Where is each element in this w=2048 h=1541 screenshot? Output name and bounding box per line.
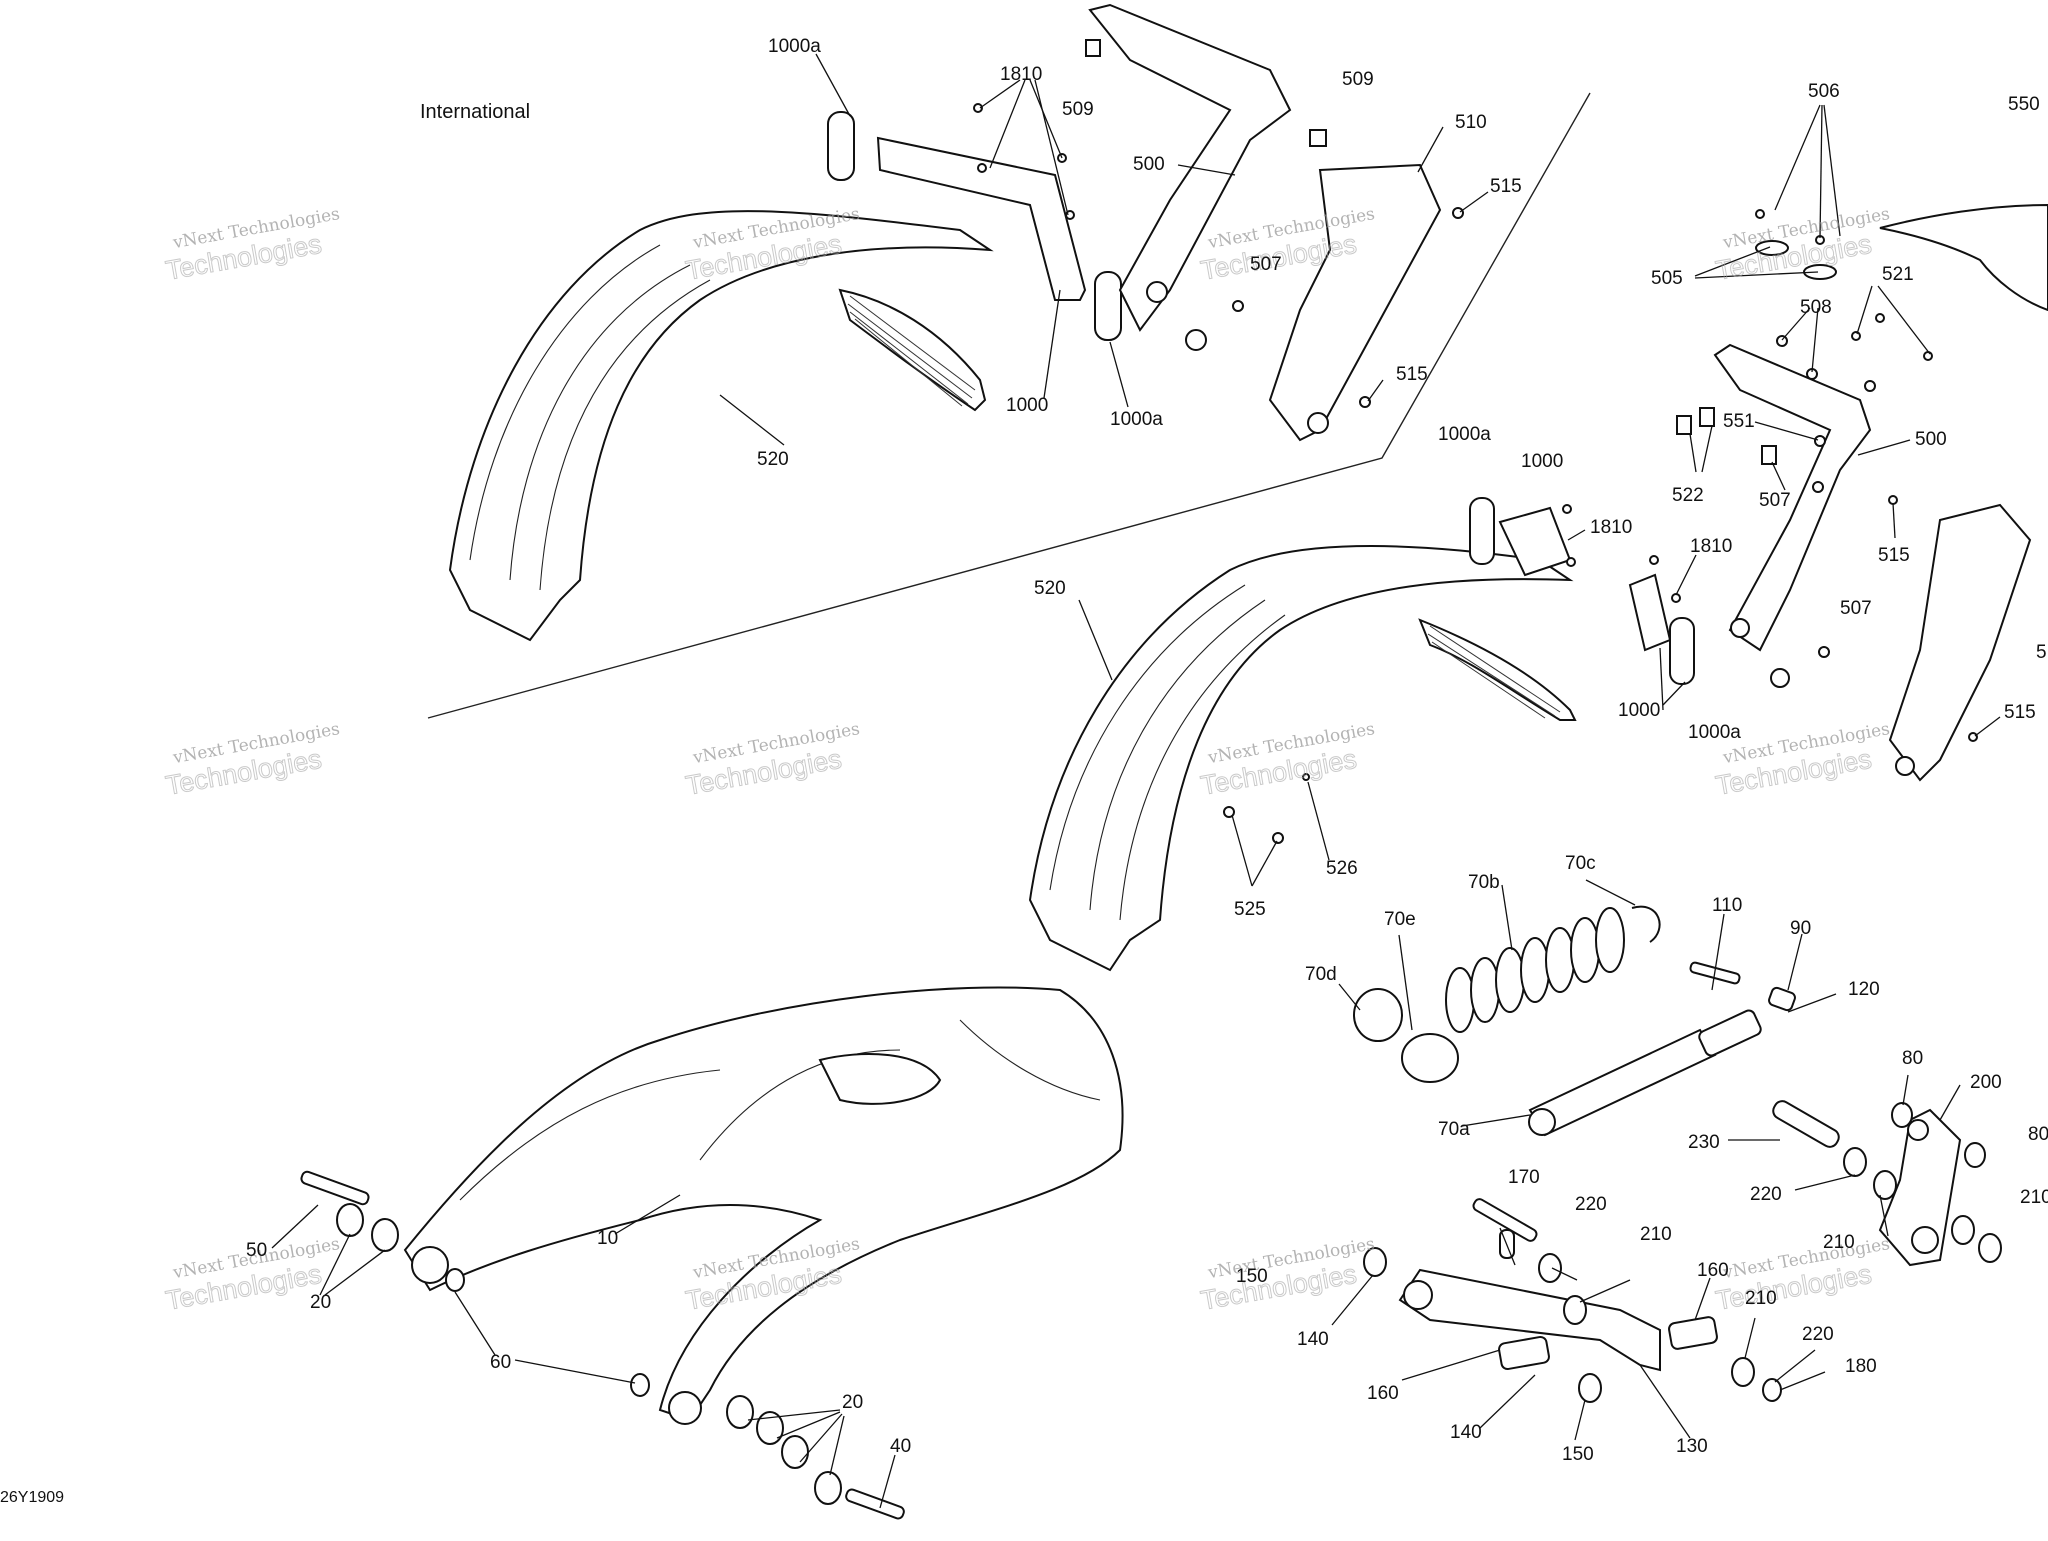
callout-label: 509 (1062, 99, 1094, 120)
callout-label: 210 (1640, 1224, 1672, 1245)
callout-label: 1000 (1521, 451, 1563, 472)
callout-label: 140 (1450, 1422, 1482, 1443)
callout-label: 60 (490, 1352, 511, 1373)
callout-label: 515 (1396, 364, 1428, 385)
variant-separator-line (427, 92, 1591, 719)
callout-label: 521 (1882, 264, 1914, 285)
callout-label: 5 (2036, 642, 2047, 663)
plate-holder-standard (1469, 497, 1695, 685)
callout-label: 525 (1234, 899, 1266, 920)
callout-label: 1000 (1006, 395, 1048, 416)
callout-label: 110 (1712, 895, 1742, 916)
callout-labels: 1000a 1810 509 509 500 510 515 507 515 1… (246, 36, 2048, 1465)
callout-label: 520 (757, 449, 789, 470)
callout-label: 506 (1808, 81, 1840, 102)
callout-label: 200 (1970, 1072, 2002, 1093)
callout-label: 150 (1562, 1444, 1594, 1465)
small-fasteners (973, 39, 1978, 844)
callout-label: 505 (1651, 268, 1683, 289)
swing-arm-hardware (300, 1102, 2002, 1520)
callout-label: 522 (1672, 485, 1704, 506)
callout-label: 520 (1034, 578, 1066, 599)
callout-label: 507 (1250, 254, 1282, 275)
callout-label: 526 (1326, 858, 1358, 879)
callout-label: 220 (1575, 1194, 1607, 1215)
callout-label: 140 (1297, 1329, 1329, 1350)
callout-label: 1810 (1590, 517, 1632, 538)
callout-label: 550 (2008, 94, 2040, 115)
callout-label: 507 (1840, 598, 1872, 619)
callout-label: 1810 (1690, 536, 1732, 557)
coil-spring (1445, 907, 1625, 1033)
callout-label: 70a (1438, 1119, 1470, 1140)
callout-label: 150 (1236, 1266, 1268, 1287)
callout-label: 20 (842, 1392, 863, 1413)
rear-fender-standard (1028, 545, 1577, 972)
variant-label: International (420, 101, 530, 123)
callout-label: 508 (1800, 297, 1832, 318)
callout-label: 1000 (1618, 700, 1660, 721)
callout-label: 500 (1915, 429, 1947, 450)
callout-label: 20 (310, 1292, 331, 1313)
callout-label: 1000a (1110, 409, 1163, 430)
callout-label: 1810 (1000, 64, 1042, 85)
callout-label: 515 (1490, 176, 1522, 197)
callout-label: 70b (1468, 872, 1500, 893)
callout-label: 50 (246, 1240, 267, 1261)
callout-label: 70d (1305, 964, 1337, 985)
callout-label: 220 (1802, 1324, 1834, 1345)
callout-label: 507 (1759, 490, 1791, 511)
seat-cover-550 (1879, 203, 2048, 312)
shock-absorber (1353, 905, 1796, 1137)
callout-label: 510 (1455, 112, 1487, 133)
callout-label: 120 (1848, 979, 1880, 1000)
callout-label: 130 (1676, 1436, 1708, 1457)
callout-label: 170 (1508, 1167, 1540, 1188)
callout-label: 509 (1342, 69, 1374, 90)
callout-label: 500 (1133, 154, 1165, 175)
callout-label: 515 (2004, 702, 2036, 723)
suspension-linkage (1398, 1100, 1962, 1372)
callout-label: 551 (1723, 411, 1755, 432)
swing-arm (403, 986, 1124, 1425)
callout-leader-lines (271, 53, 2001, 1509)
rear-support-international (1088, 3, 1442, 442)
callout-label: 10 (597, 1228, 618, 1249)
callout-label: 90 (1790, 918, 1811, 939)
callout-label: 160 (1697, 1260, 1729, 1281)
callout-label: 220 (1750, 1184, 1782, 1205)
callout-label: 1000a (1688, 722, 1741, 743)
callout-label: 40 (890, 1436, 911, 1457)
callout-label: 80 (2028, 1124, 2048, 1145)
callout-label: 210 (1823, 1232, 1855, 1253)
callout-label: 70c (1565, 853, 1596, 874)
drawing-number: 26Y1909 (0, 1489, 64, 1506)
callout-label: 1000a (1438, 424, 1491, 445)
rear-support-standard (1713, 343, 2032, 782)
callout-label: 210 (1745, 1288, 1777, 1309)
callout-label: 210 (2020, 1187, 2048, 1208)
rear-fender-international (448, 210, 994, 642)
callout-label: 230 (1688, 1132, 1720, 1153)
callout-label: 80 (1902, 1048, 1923, 1069)
callout-label: 160 (1367, 1383, 1399, 1404)
callout-label: 515 (1878, 545, 1910, 566)
callout-label: 180 (1845, 1356, 1877, 1377)
callout-label: 1000a (768, 36, 821, 57)
plate-holder-international (827, 111, 1122, 341)
callout-label: 70e (1384, 909, 1416, 930)
